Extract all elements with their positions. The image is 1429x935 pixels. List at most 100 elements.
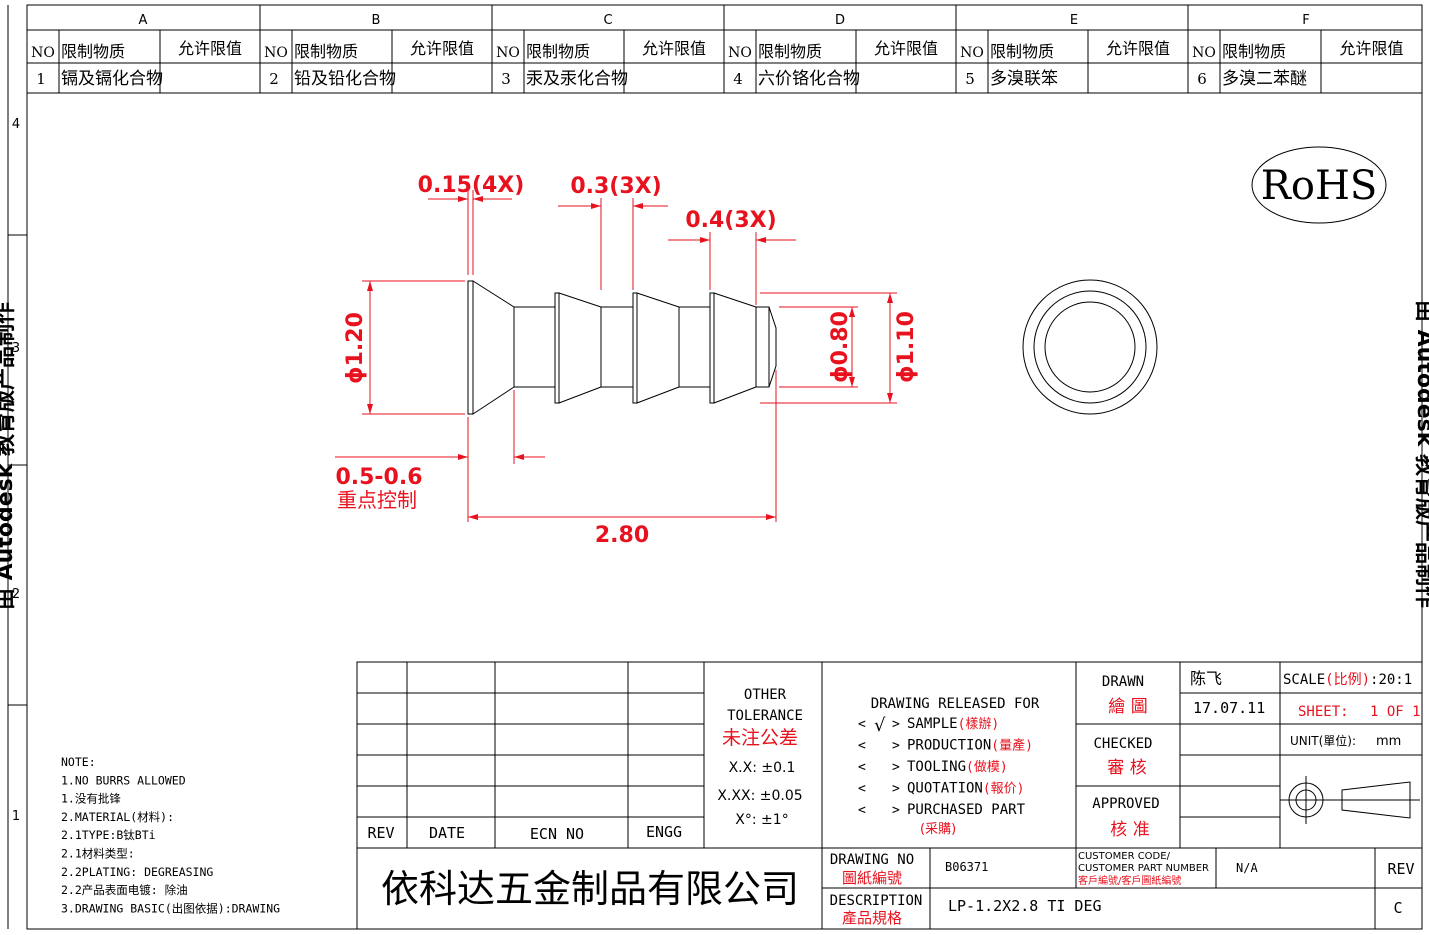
rs-item-no: 3	[501, 70, 511, 88]
release-bracket-open: <	[858, 782, 866, 797]
rs-item-name: 六价铬化合物	[758, 69, 860, 89]
sheet-value: 1 OF 1	[1370, 704, 1421, 720]
projection-symbol-icon	[1280, 776, 1420, 824]
rs-item-name: 镉及镉化合物	[61, 69, 163, 89]
rs-header-substance: 限制物质	[758, 42, 822, 61]
tolerance-cn: 未注公差	[722, 727, 798, 749]
rs-header-limit: 允许限值	[642, 39, 706, 58]
note-line: 1.NO BURRS ALLOWED	[61, 773, 186, 787]
tolerance-block: OTHER TOLERANCE 未注公差 X.X: ±0.1 X.XX: ±0.…	[703, 661, 823, 849]
rs-item-no: 4	[733, 70, 743, 88]
release-bracket-close: >	[892, 782, 900, 797]
head-taper	[472, 280, 515, 415]
rs-item-name: 铅及铅化合物	[294, 69, 396, 89]
unit-label: UNIT(單位):	[1290, 733, 1356, 748]
zone-row-3: 3	[12, 341, 20, 356]
release-block: DRAWING RELEASED FOR <√>SAMPLE(樣辦)<>PROD…	[821, 661, 1077, 849]
dim-head-length: 0.5-0.6	[335, 465, 422, 490]
release-option: PRODUCTION(量產)	[907, 738, 1033, 754]
engg-header: ENGG	[646, 823, 682, 841]
zone-ruler-top: A B C D E F	[27, 5, 1422, 31]
head-flange	[467, 280, 474, 415]
unit-value: mm	[1376, 734, 1401, 749]
rs-header-no: NO	[728, 45, 752, 61]
checked-label-cn: 審 核	[1107, 758, 1146, 778]
rs-item-no: 1	[36, 70, 46, 88]
zone-row-4: 4	[12, 117, 20, 132]
tolerance-line2: TOLERANCE	[727, 708, 803, 724]
tolerance-xxx: X.XX: ±0.05	[717, 788, 802, 804]
zone-row-1: 1	[12, 809, 20, 824]
release-option: TOOLING(做模)	[907, 759, 1008, 775]
dim-total-length: 2.80	[595, 523, 649, 548]
rs-header-limit: 允许限值	[178, 39, 242, 58]
approved-label: APPROVED	[1092, 796, 1159, 812]
rs-header-limit: 允许限值	[1106, 39, 1170, 58]
dim-diameter-barb: ϕ1.10	[894, 311, 919, 383]
release-option: SAMPLE(樣辦)	[907, 716, 999, 732]
rs-header-no: NO	[31, 45, 55, 61]
dimension-lines: 0.15(4X) 0.3(3X) 0.4(3X) ϕ1.20 ϕ0.80	[335, 173, 919, 548]
drawing-no-value: B06371	[945, 860, 988, 874]
barb-2	[636, 292, 680, 404]
customer-code-cn: 客戶編號/客戶圖紙編號	[1078, 874, 1181, 887]
scale-label: SCALE(比例):20:1	[1283, 672, 1412, 688]
zone-col-c: C	[603, 13, 612, 28]
sheet-label: SHEET:	[1298, 704, 1349, 720]
key-control-label: 重点控制	[337, 488, 417, 512]
release-option: PURCHASED PART	[907, 802, 1026, 818]
note-line: NOTE:	[61, 755, 96, 769]
barb-1	[558, 292, 602, 404]
rev-value: C	[1393, 899, 1402, 917]
release-bracket-open: <	[858, 760, 866, 775]
checked-label: CHECKED	[1093, 736, 1152, 752]
part-end-view	[1022, 279, 1158, 415]
neck	[513, 306, 556, 388]
notes-block: NOTE: 1.NO BURRS ALLOWED 1.没有批锋 2.MATERIAL(…	[61, 755, 280, 915]
release-bracket-open: <	[858, 803, 866, 818]
rs-item-name: 多溴二苯醚	[1222, 69, 1307, 89]
rs-header-no: NO	[960, 45, 984, 61]
dim-groove-length: 0.3(3X)	[570, 174, 661, 199]
rohs-mark: RoHS	[1251, 146, 1387, 224]
rs-item-name: 汞及汞化合物	[526, 69, 628, 89]
rs-header-no: NO	[496, 45, 520, 61]
zone-col-f: F	[1302, 13, 1309, 28]
description-label: DESCRIPTION	[830, 893, 923, 909]
zone-col-b: B	[372, 13, 381, 28]
rev-header: REV	[367, 824, 394, 842]
zone-col-d: D	[835, 13, 845, 28]
rs-header-substance: 限制物质	[61, 42, 125, 61]
drawn-label: DRAWN	[1102, 674, 1144, 690]
release-bracket-close: >	[892, 739, 900, 754]
note-line: 2.2PLATING: DEGREASING	[61, 865, 213, 879]
rs-item-no: 6	[1197, 70, 1207, 88]
note-line: 2.2产品表面电镀: 除油	[61, 883, 188, 897]
note-line: 2.1材料类型:	[61, 847, 135, 861]
zone-col-e: E	[1070, 13, 1078, 28]
note-line: 2.MATERIAL(材料):	[61, 810, 174, 824]
release-bracket-open: <	[858, 739, 866, 754]
title-block-bottom: 依科达五金制品有限公司 DRAWING NO 圖紙編號 B06371 CUSTO…	[356, 847, 1423, 930]
zone-row-2: 2	[12, 587, 20, 602]
note-line: 1.没有批锋	[61, 792, 121, 806]
release-bracket-open: <	[858, 717, 866, 732]
rs-item-name: 多溴联笨	[990, 69, 1058, 89]
dim-diameter-head: ϕ1.20	[343, 312, 368, 384]
rs-header-substance: 限制物质	[526, 42, 590, 61]
ecn-header: ECN NO	[530, 825, 584, 843]
watermark-left: 由 Autodesk 教育版产品制作	[0, 302, 18, 610]
dim-flange-thickness: 0.15(4X)	[418, 173, 525, 198]
release-option: QUOTATION(報价)	[907, 781, 1025, 797]
drawn-label-cn: 繪 圖	[1108, 697, 1147, 717]
zone-col-a: A	[139, 13, 148, 28]
rs-item-no: 5	[965, 70, 975, 88]
customer-code-1: CUSTOMER CODE/	[1078, 851, 1171, 862]
release-bracket-close: >	[892, 760, 900, 775]
note-line: 2.1TYPE:B钛BTi	[61, 828, 156, 842]
rs-header-substance: 限制物质	[990, 42, 1054, 61]
barb-3	[713, 292, 757, 404]
rs-header-limit: 允许限值	[1339, 39, 1403, 58]
description-value: LP-1.2X2.8 TI DEG	[948, 897, 1102, 915]
